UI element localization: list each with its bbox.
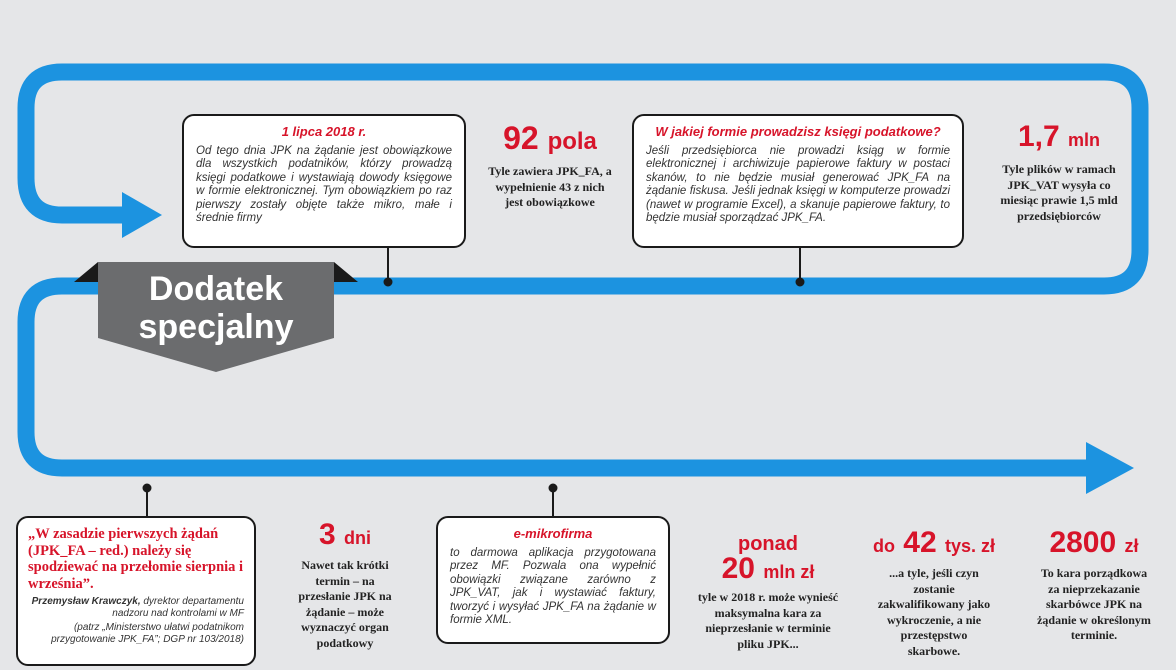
stat-1-7-headline: 1,7 mln	[984, 122, 1134, 152]
quote-author-name: Przemysław Krawczyk,	[31, 596, 141, 607]
stat-42-unit: tys. zł	[945, 536, 996, 556]
stat-92-fields: 92 pola Tyle zawiera JPK_FA, a wypełnien…	[480, 122, 620, 211]
stat-42-text: ...a tyle, jeśli czyn zostanie zakwalifi…	[877, 566, 991, 658]
stat-20-text: tyle w 2018 r. może wynieść maksymalna k…	[697, 590, 839, 651]
stat-42-number: 42	[903, 526, 937, 559]
stat-3-unit: dni	[344, 528, 372, 548]
quote-text: „W zasadzie pierwszych żądań (JPK_FA – r…	[28, 526, 244, 592]
box-books-title: W jakiej formie prowadzisz księgi podatk…	[655, 124, 941, 139]
flow-path	[17, 63, 1149, 477]
stat-92-unit: pola	[547, 128, 597, 155]
stat-20-unit: mln zł	[763, 562, 815, 582]
stat-3-headline: 3 dni	[280, 520, 410, 550]
box-july-title: 1 lipca 2018 r.	[281, 124, 367, 139]
stat-92-text: Tyle zawiera JPK_FA, a wypełnienie 43 z …	[488, 164, 612, 209]
stat-1-7-mln: 1,7 mln Tyle plików w ramach JPK_VAT wys…	[984, 122, 1134, 224]
box-books-body: Jeśli przedsiębiorca nie prowadzi ksiąg …	[646, 145, 950, 225]
special-label-line1: Dodatek	[148, 270, 284, 308]
special-label-line2: specjalny	[138, 308, 294, 346]
stat-3-number: 3	[318, 518, 336, 551]
flow-arrowhead-left	[122, 192, 162, 238]
stat-1-7-unit: mln	[1068, 130, 1101, 150]
stat-20-mln: ponad 20 mln zł tyle w 2018 r. może wyni…	[680, 534, 856, 652]
stat-2800-unit: zł	[1124, 536, 1139, 556]
flow-arrowhead-right	[1086, 442, 1134, 494]
special-label-shape	[74, 262, 358, 372]
special-label: Dodatek specjalny	[98, 270, 334, 346]
stat-3-text: Nawet tak krótki termin – na przesłanie …	[298, 558, 392, 650]
stat-2800-text: To kara porządkowa za nieprzekazanie ska…	[1037, 566, 1151, 642]
stat-20-number: 20	[721, 552, 755, 585]
stat-20-headline: 20 mln zł	[680, 554, 856, 584]
stat-1-7-number: 1,7	[1017, 120, 1060, 153]
stat-42-headline: do 42 tys. zł	[862, 528, 1006, 558]
stat-2800-headline: 2800 zł	[1022, 528, 1166, 558]
box-july-body: Od tego dnia JPK na żądanie jest obowiąz…	[196, 145, 452, 225]
quote-source: (patrz „Ministerstwo ułatwi podatnikom p…	[51, 622, 244, 645]
stat-42-prefix: do	[872, 536, 895, 556]
quote-author-role: dyrektor departamentu nadzoru nad kontro…	[112, 596, 244, 619]
stat-92-number: 92	[503, 120, 539, 156]
stat-2800: 2800 zł To kara porządkowa za nieprzekaz…	[1022, 528, 1166, 644]
stat-3-days: 3 dni Nawet tak krótki termin – na przes…	[280, 520, 410, 651]
box-july-2018: 1 lipca 2018 r. Od tego dnia JPK na żąda…	[182, 114, 466, 248]
connectors	[142, 248, 805, 516]
box-emikro-title: e-mikrofirma	[513, 526, 593, 541]
stat-1-7-text: Tyle plików w ramach JPK_VAT wysyła co m…	[1000, 162, 1118, 223]
stat-20-prefix: ponad	[738, 533, 798, 555]
box-books-form: W jakiej formie prowadzisz księgi podatk…	[632, 114, 964, 248]
box-quote: „W zasadzie pierwszych żądań (JPK_FA – r…	[16, 516, 256, 666]
stat-42-tys: do 42 tys. zł ...a tyle, jeśli czyn zost…	[862, 528, 1006, 659]
stat-92-headline: 92 pola	[480, 122, 620, 154]
stat-2800-number: 2800	[1049, 526, 1117, 559]
quote-author: Przemysław Krawczyk, dyrektor departamen…	[28, 596, 244, 620]
box-e-mikrofirma: e-mikrofirma to darmowa aplikacja przygo…	[436, 516, 670, 644]
box-emikro-body: to darmowa aplikacja przygotowana przez …	[450, 547, 656, 627]
